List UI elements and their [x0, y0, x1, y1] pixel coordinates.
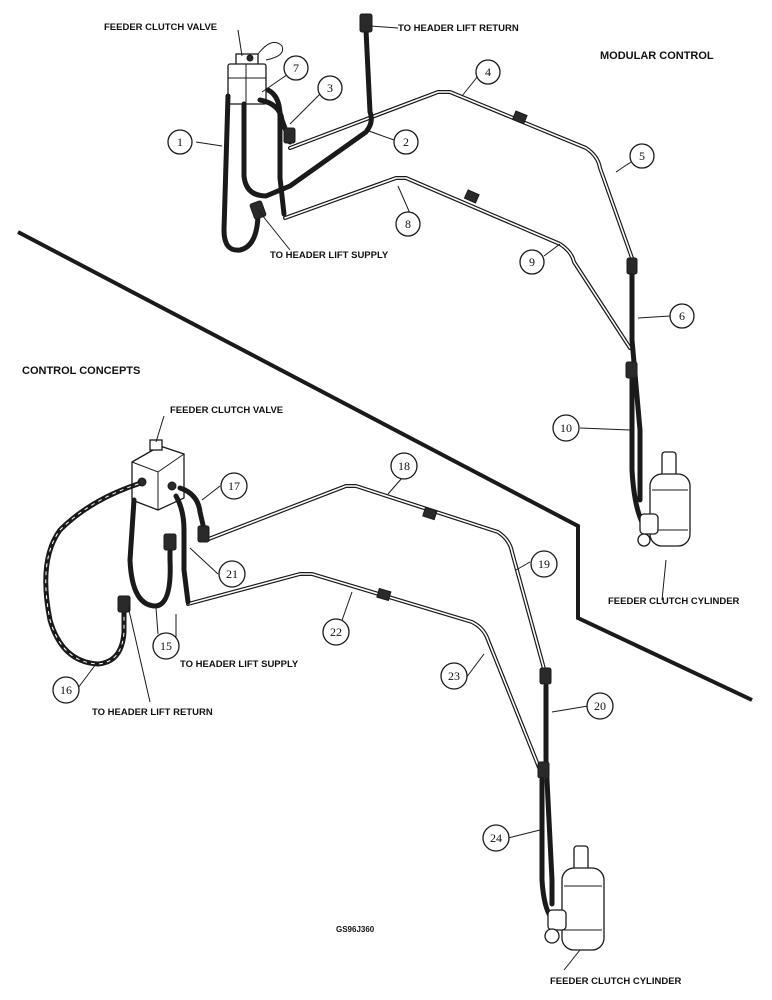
- fitting-3: [283, 127, 296, 144]
- hose-fitting-10: [625, 361, 638, 379]
- hose-20: [543, 683, 555, 907]
- callout-6: 6: [669, 303, 695, 329]
- callout-24: 24: [482, 824, 510, 852]
- svg-text:18: 18: [398, 459, 410, 473]
- svg-text:8: 8: [405, 217, 411, 231]
- fitting-header-supply-bottom: [163, 533, 177, 551]
- tube-8-9: [283, 176, 632, 350]
- hose-7: [241, 27, 374, 199]
- svg-text:15: 15: [160, 639, 172, 653]
- svg-text:1: 1: [177, 135, 183, 149]
- section-title-control-concepts: CONTROL CONCEPTS: [22, 365, 140, 377]
- hose-15: [127, 497, 173, 609]
- svg-text:5: 5: [639, 149, 645, 163]
- label-header-lift-return-top: TO HEADER LIFT RETURN: [398, 23, 519, 34]
- callout-21: 21: [218, 560, 246, 588]
- modular-control-assembly: [221, 13, 691, 547]
- callout-17: 17: [220, 472, 248, 500]
- figure-code: GS96J360: [336, 925, 375, 934]
- callout-23: 23: [440, 662, 468, 690]
- svg-text:23: 23: [448, 669, 460, 683]
- hose-fitting-20: [539, 667, 552, 685]
- svg-text:7: 7: [293, 61, 299, 75]
- callout-3: 3: [317, 75, 343, 101]
- callout-4: 4: [475, 59, 501, 85]
- label-feeder-clutch-cylinder-top: FEEDER CLUTCH CYLINDER: [608, 596, 740, 607]
- feeder-clutch-cylinder-bottom: [544, 845, 605, 951]
- svg-text:3: 3: [327, 81, 333, 95]
- callout-8: 8: [395, 211, 421, 237]
- callout-15: 15: [152, 632, 180, 660]
- feeder-clutch-valve-top: [227, 41, 284, 105]
- tube-22-23: [186, 572, 542, 772]
- callout-1: 1: [167, 129, 193, 155]
- callout-16: 16: [52, 676, 80, 704]
- callout-2: 2: [393, 129, 419, 155]
- label-feeder-clutch-valve-top: FEEDER CLUTCH VALVE: [104, 22, 217, 33]
- callout-19: 19: [530, 550, 558, 578]
- section-divider: [17, 230, 753, 702]
- feeder-clutch-cylinder-top: [637, 451, 691, 547]
- tube-union-8: [463, 189, 480, 204]
- callout-5: 5: [629, 143, 655, 169]
- svg-text:16: 16: [60, 683, 72, 697]
- label-feeder-clutch-valve-bottom: FEEDER CLUTCH VALVE: [170, 405, 283, 416]
- svg-text:20: 20: [594, 699, 606, 713]
- label-header-lift-supply-bottom: TO HEADER LIFT SUPPLY: [180, 659, 299, 670]
- fitting-header-return-top: [359, 13, 373, 33]
- fitting-17: [197, 525, 210, 543]
- label-header-lift-supply-top: TO HEADER LIFT SUPPLY: [270, 250, 389, 261]
- svg-text:24: 24: [490, 831, 502, 845]
- hose-fitting-24: [537, 761, 550, 779]
- tube-18-19: [204, 484, 548, 678]
- svg-text:10: 10: [560, 421, 572, 435]
- label-header-lift-return-bottom: TO HEADER LIFT RETURN: [92, 707, 213, 718]
- callout-10: 10: [552, 414, 580, 442]
- callout-22: 22: [322, 618, 350, 646]
- hose-1: [221, 93, 261, 253]
- hose-21: [173, 493, 191, 605]
- hose-16: [43, 481, 141, 667]
- hose-2: [265, 87, 287, 217]
- svg-text:4: 4: [485, 65, 491, 79]
- callout-7: 7: [283, 55, 309, 81]
- section-title-modular-control: MODULAR CONTROL: [600, 50, 714, 62]
- control-concepts-assembly: [43, 439, 605, 951]
- svg-text:9: 9: [529, 255, 535, 269]
- tube-union-4: [511, 110, 528, 125]
- svg-text:22: 22: [330, 625, 342, 639]
- hose-17: [177, 485, 209, 541]
- label-feeder-clutch-cylinder-bottom: FEEDER CLUTCH CYLINDER: [550, 976, 682, 987]
- callout-9: 9: [519, 249, 545, 275]
- tube-4-5: [288, 90, 634, 260]
- tube-union-22: [376, 587, 392, 602]
- fitting-header-return-bottom: [117, 595, 131, 613]
- svg-text:19: 19: [538, 557, 550, 571]
- callout-18: 18: [390, 452, 418, 480]
- tube-union-18: [422, 506, 438, 521]
- svg-text:21: 21: [226, 567, 238, 581]
- leader-lines: [77, 25, 671, 971]
- svg-text:2: 2: [403, 135, 409, 149]
- hose-fitting-6: [626, 257, 638, 275]
- svg-text:6: 6: [679, 309, 685, 323]
- svg-text:17: 17: [228, 479, 240, 493]
- feeder-clutch-valve-bottom: [131, 439, 185, 511]
- callout-20: 20: [586, 692, 614, 720]
- hose-6: [629, 267, 643, 503]
